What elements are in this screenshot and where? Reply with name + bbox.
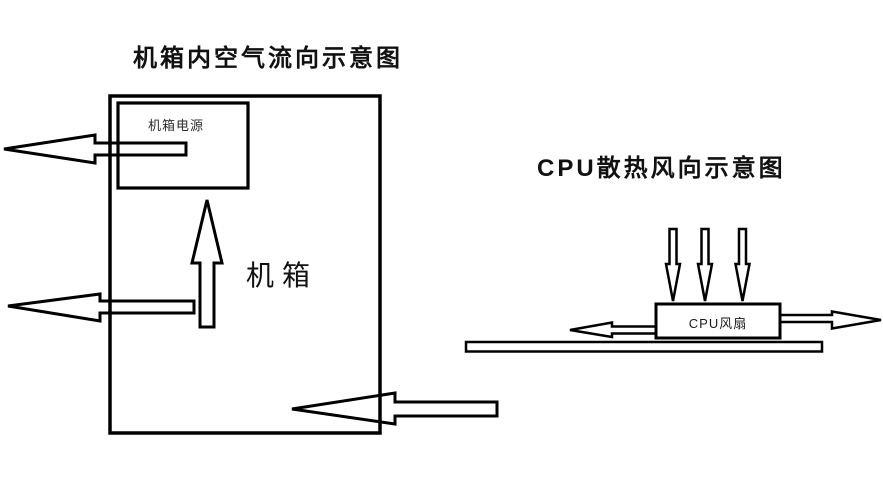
psu-exhaust-left-arrow <box>3 133 188 165</box>
cpu-intake-down-arrow-3 <box>733 227 752 302</box>
psu-box-outline <box>116 101 250 190</box>
case-diagram-title: 机箱内空气流向示意图 <box>133 45 403 72</box>
case-label: 机箱 <box>246 260 319 291</box>
cpu-fan-box <box>654 302 782 340</box>
cpu-exhaust-left-arrow <box>569 321 662 339</box>
cpu-intake-down-arrow-1 <box>664 227 682 302</box>
computer-case-outline <box>108 94 382 435</box>
cpu-diagram-title: CPU散热风向示意图 <box>537 155 786 182</box>
motherboard-bar <box>464 340 824 353</box>
internal-airflow-up-arrow <box>190 199 224 329</box>
cpu-exhaust-right-arrow <box>774 310 882 330</box>
psu-label: 机箱电源 <box>148 118 205 133</box>
case-bottom-intake-left-arrow <box>291 391 499 426</box>
cpu-fan-label: CPU风扇 <box>688 316 748 331</box>
case-mid-exhaust-left-arrow <box>7 292 196 323</box>
cpu-intake-down-arrow-2 <box>696 227 714 302</box>
